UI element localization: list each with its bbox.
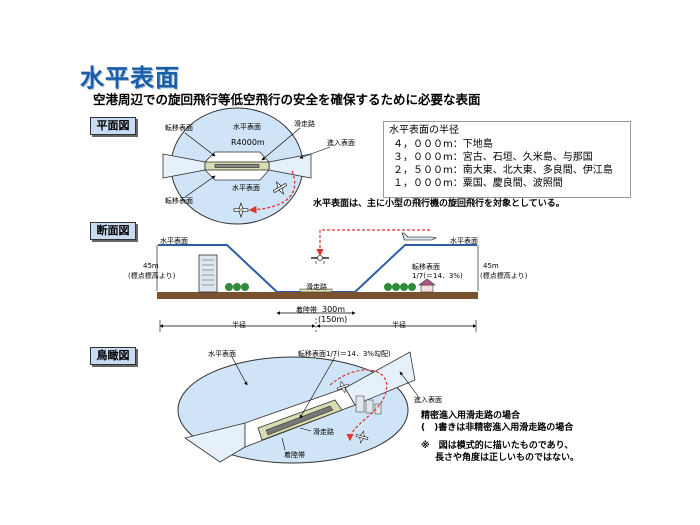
section-label-section: 断面図 xyxy=(90,222,136,240)
radius-row: ３，０００m：宮古、石垣、久米島、与那国 xyxy=(393,152,593,163)
bird-label-approach: 進入表面 xyxy=(414,396,442,404)
note-precision: 精密進入用滑走路の場合 xyxy=(421,411,521,421)
plan-label-transition-top: 転移表面 xyxy=(165,124,193,132)
section-label-height-right-sub: (標点標高より) xyxy=(480,272,528,280)
notes-block: 精密進入用滑走路の場合 ( )書きは非精密進入用滑走路の場合 ※ 図は模式的に描… xyxy=(421,410,579,464)
house-icon xyxy=(418,278,436,293)
tree-icon-group-left xyxy=(225,283,249,291)
plan-label-horizontal-top: 水平表面 xyxy=(233,123,261,131)
section-plane-front-icon xyxy=(311,255,329,264)
radius-box-header: 水平表面の半径 xyxy=(389,125,459,136)
section-label-strip-width: 300m xyxy=(322,305,346,314)
plan-plane-icon-2 xyxy=(233,202,249,218)
tree-icon-group-right xyxy=(384,283,416,291)
page-subtitle: 空港周辺での旋回飛行等低空飛行の安全を確保するために必要な表面 xyxy=(93,92,481,107)
section-ground xyxy=(157,292,478,299)
plan-plane-icon-1 xyxy=(272,181,288,195)
bird-label-horizontal: 水平表面 xyxy=(208,350,236,358)
section-label-strip: 着陸帯 xyxy=(296,306,317,314)
radius-info-box: 水平表面の半径 ４，０００m：下地島 ３，０００m：宮古、石垣、久米島、与那国 … xyxy=(383,121,631,198)
bird-buildings-icon xyxy=(355,395,382,415)
bird-plane-icon-1 xyxy=(336,380,350,394)
section-label-runway: 滑走路 xyxy=(306,283,327,291)
note-schematic: ※ 図は模式的に描いたものであり、 xyxy=(421,441,574,451)
bird-label-transition: 転移表面1/7(＝14．3%勾配) xyxy=(298,350,391,358)
section-label-radius-right: 半径 xyxy=(392,321,406,329)
plan-label-runway: 滑走路 xyxy=(294,120,315,128)
bird-label-runway: 滑走路 xyxy=(313,428,334,436)
section-label-strip-width-sub: (150m) xyxy=(318,315,348,324)
bird-flight-path xyxy=(329,369,388,442)
plan-label-approach: 進入表面 xyxy=(327,139,355,147)
section-label-height-left: 45m xyxy=(143,262,159,270)
radius-row: ２，５００m：南大東、北大東、多良間、伊江島 xyxy=(393,165,613,176)
section-label-bird: 鳥瞰図 xyxy=(90,347,136,365)
section-label-height-left-sub: (標点標高より) xyxy=(128,272,176,280)
section-label-plan: 平面図 xyxy=(90,117,136,135)
radius-row: １，０００m：粟国、慶良間、波照間 xyxy=(393,178,563,189)
plan-label-transition-bottom: 転移表面 xyxy=(165,197,193,205)
section-label-transition: 転移表面 xyxy=(412,263,440,271)
section-label-horizontal-right: 水平表面 xyxy=(450,237,478,245)
note-non-precision: ( )書きは非精密進入用滑走路の場合 xyxy=(421,423,574,433)
bird-runway xyxy=(265,405,334,436)
section-plane-icon xyxy=(401,232,437,241)
bird-plane-icon-2 xyxy=(355,430,369,444)
plan-label-horizontal-bottom: 水平表面 xyxy=(232,184,260,192)
plan-flight-path xyxy=(248,170,296,214)
plan-label-radius: R4000m xyxy=(231,138,265,147)
bird-label-strip: 着陸帯 xyxy=(284,451,305,459)
page-title: 水平表面 xyxy=(80,64,180,92)
section-flight-path xyxy=(316,229,430,257)
plan-runway xyxy=(214,164,260,168)
building-icon xyxy=(198,254,218,293)
section-label-height-right: 45m xyxy=(483,262,499,270)
note-schematic-cont: 長さや角度は正しいものではない。 xyxy=(435,453,580,463)
section-label-radius-left: 半径 xyxy=(232,321,246,329)
radius-row: ４，０００m：下地島 xyxy=(393,139,493,150)
section-label-transition-slope: 1/7(＝14．3%) xyxy=(412,272,463,280)
horizontal-surface-note: 水平表面は、主に小型の飛行機の旋回飛行を対象としている。 xyxy=(313,199,565,209)
section-runway xyxy=(299,288,333,293)
section-label-horizontal-left: 水平表面 xyxy=(160,237,188,245)
